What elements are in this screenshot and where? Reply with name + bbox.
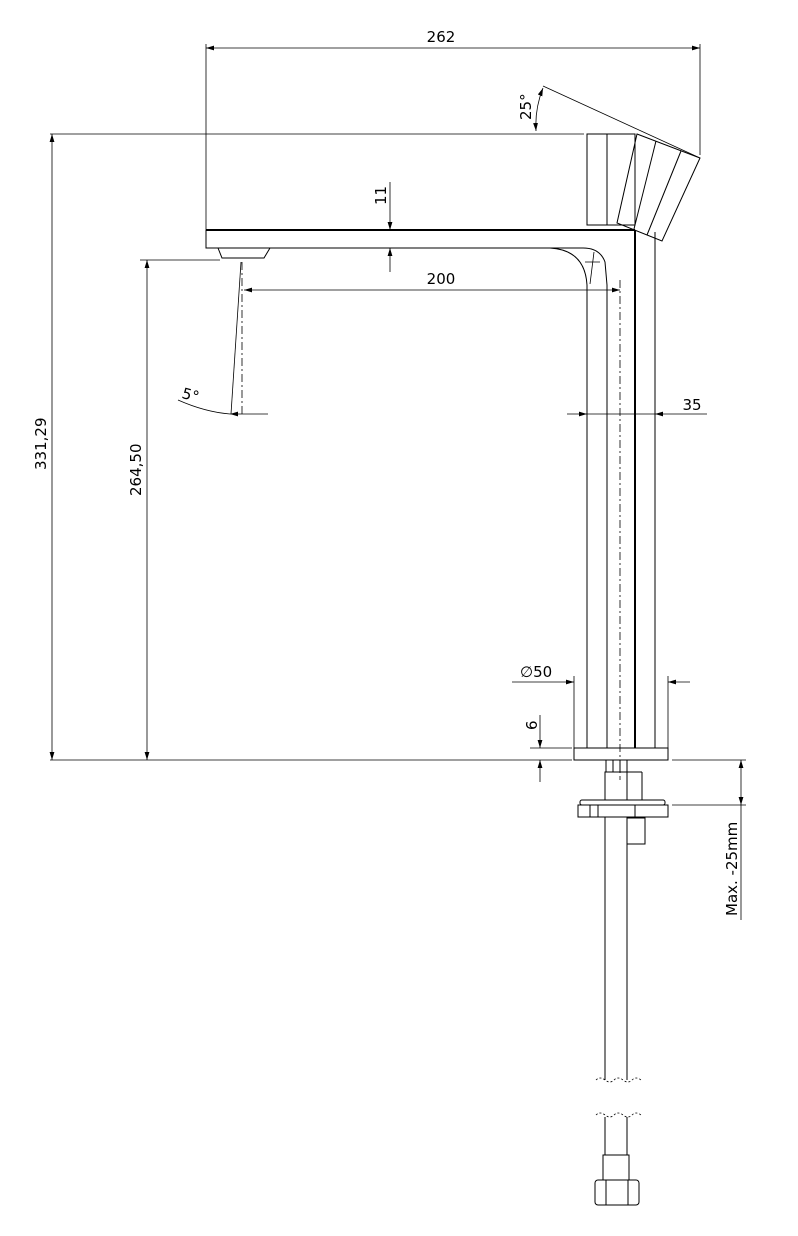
dimension-base-diameter: ∅50 bbox=[512, 663, 690, 748]
dimension-spout-height: 264,50 bbox=[127, 259, 220, 760]
dim-6-label: 6 bbox=[523, 720, 541, 730]
faucet-body bbox=[573, 230, 669, 780]
dim-max-25mm-label: Max. -25mm bbox=[723, 822, 741, 916]
dim-262-label: 262 bbox=[427, 28, 456, 46]
dim-50-label: ∅50 bbox=[520, 663, 552, 681]
dim-5deg-label: 5° bbox=[180, 384, 201, 406]
fixing-kit bbox=[577, 759, 669, 845]
dimension-flow-angle: 5° bbox=[177, 261, 268, 417]
spout bbox=[205, 229, 635, 748]
supply-hose bbox=[594, 817, 642, 1206]
dim-331-label: 331,29 bbox=[32, 418, 50, 471]
dim-200-label: 200 bbox=[427, 270, 456, 288]
dimension-spout-thickness: 11 bbox=[372, 182, 393, 272]
dimension-base-thickness: 6 bbox=[523, 715, 572, 782]
lever-handle bbox=[586, 133, 701, 242]
dimension-counter-thickness: Max. -25mm bbox=[50, 759, 746, 920]
dim-264-label: 264,50 bbox=[127, 444, 145, 497]
dimension-overall-height: 331,29 bbox=[32, 134, 55, 760]
dim-35-label: 35 bbox=[682, 396, 701, 414]
dimension-lever-angle: 25° bbox=[50, 85, 701, 159]
dimension-body-diameter: 35 bbox=[567, 396, 707, 417]
dimension-spout-reach: 200 bbox=[244, 270, 620, 293]
dim-11-label: 11 bbox=[372, 186, 390, 205]
dim-25deg-label: 25° bbox=[517, 93, 535, 120]
dimension-overall-width: 262 bbox=[205, 28, 701, 230]
